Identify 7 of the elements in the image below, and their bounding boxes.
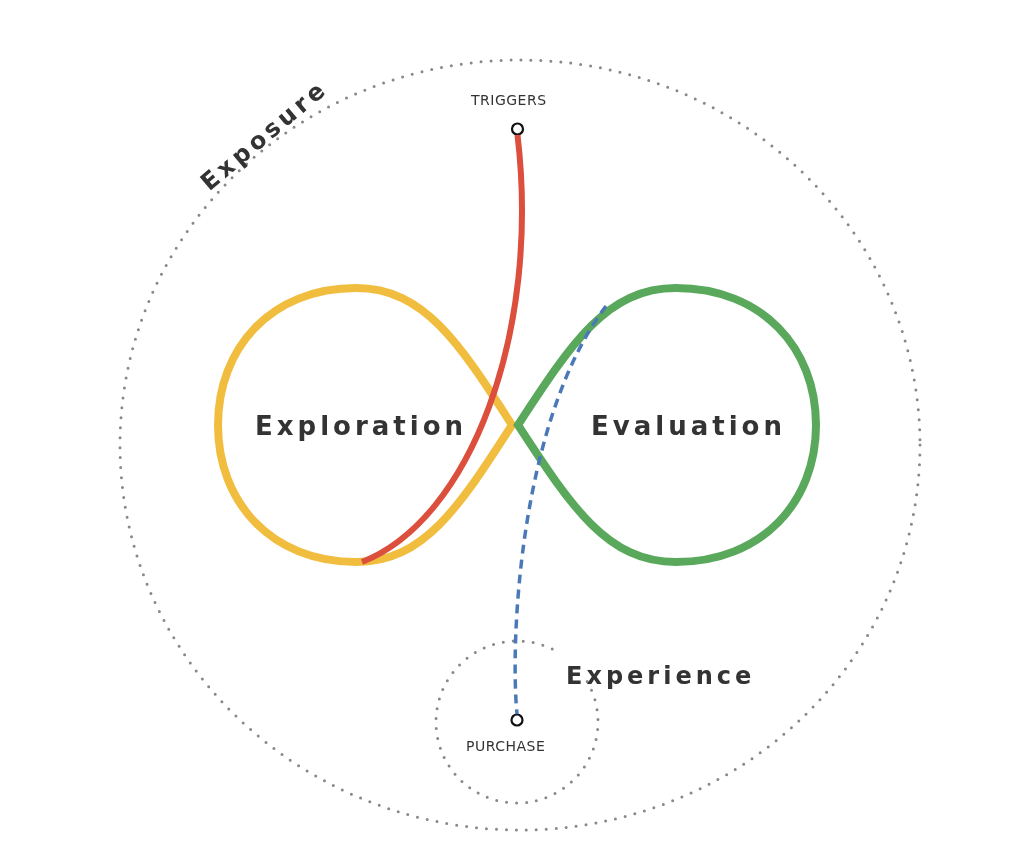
stage-label: Evaluation bbox=[591, 411, 786, 441]
point-label: TRIGGERS bbox=[471, 92, 547, 108]
connector-line bbox=[360, 134, 525, 565]
stage-label: Exploration bbox=[255, 411, 467, 441]
point-label: PURCHASE bbox=[466, 738, 546, 754]
connector-line bbox=[513, 305, 608, 715]
stage-label: Experience bbox=[566, 662, 756, 690]
